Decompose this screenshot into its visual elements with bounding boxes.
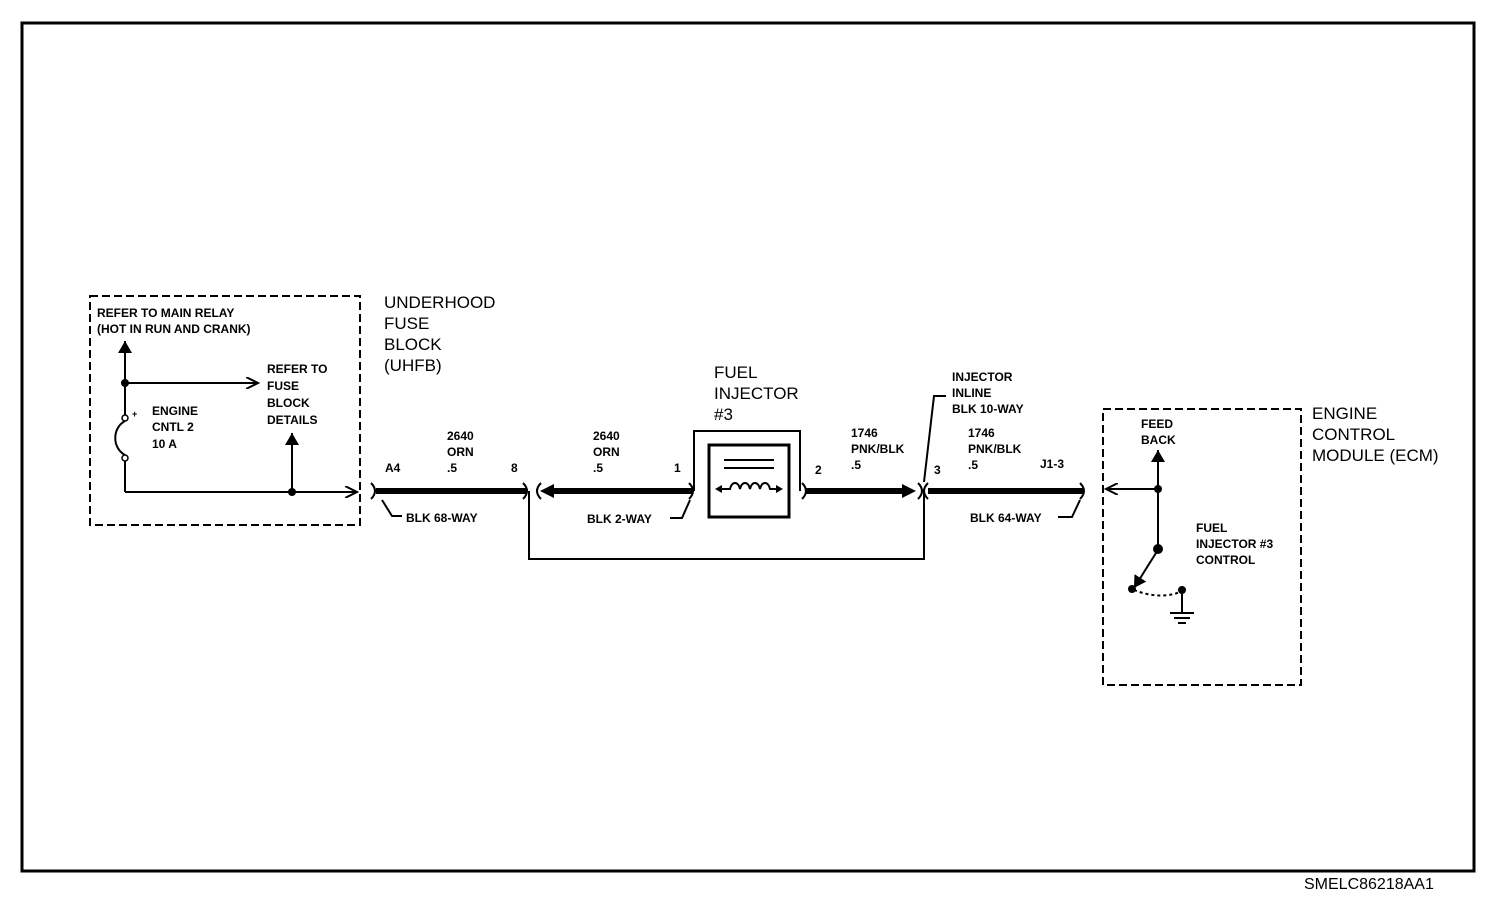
- control-label-1: FUEL: [1196, 521, 1227, 535]
- switch-contact-top: [1153, 544, 1163, 554]
- fuse-label-3: 10 A: [152, 437, 177, 451]
- details-label-2: FUSE: [267, 379, 299, 393]
- uhfb-title-1: UNDERHOOD: [384, 293, 495, 312]
- ground-icon: [1170, 612, 1194, 624]
- wire-b-circuit-1: 2640: [593, 429, 620, 443]
- injector-title-1: FUEL: [714, 363, 757, 382]
- wire-d-circuit-1: 1746: [968, 426, 995, 440]
- page-frame: [20, 21, 1476, 873]
- wire-a-circuit-3: .5: [447, 461, 457, 475]
- connector-blk-68-way: BLK 68-WAY: [406, 511, 478, 525]
- wire-d-circuit-3: .5: [968, 458, 978, 472]
- pin-a4: A4: [385, 461, 401, 475]
- fuse-terminal-top: [121, 414, 129, 422]
- fuse-icon: [114, 420, 126, 456]
- injector-coil-icon: [720, 482, 779, 490]
- uhfb-title-2: FUSE: [384, 314, 429, 333]
- wire-c-circuit-2: PNK/BLK: [851, 442, 905, 456]
- wire-b-circuit-3: .5: [593, 461, 603, 475]
- wire-segment-a: A4 2640 ORN .5 8 BLK 68-WAY: [370, 429, 528, 525]
- wire-segment-d: 1746 PNK/BLK .5 J1-3 BLK 64-WAY: [928, 426, 1085, 525]
- wire-c-circuit-1: 1746: [851, 426, 878, 440]
- wire-a-circuit-2: ORN: [447, 445, 474, 459]
- fuse-label-1: ENGINE: [152, 404, 198, 418]
- figure-id: SMELC86218AA1: [1304, 876, 1434, 893]
- wire-b-circuit-2: ORN: [593, 445, 620, 459]
- relay-label-1: REFER TO MAIN RELAY: [97, 306, 234, 320]
- connector-blk-2-way: BLK 2-WAY: [587, 512, 652, 526]
- injector-inline-connector: INJECTOR INLINE BLK 10-WAY 3: [917, 370, 1024, 500]
- pin-3: 3: [934, 463, 941, 477]
- transistor-switch-icon: [1133, 552, 1157, 589]
- injector-title-3: #3: [714, 405, 733, 424]
- inline-label-3: BLK 10-WAY: [952, 402, 1024, 416]
- feedback-label-2: BACK: [1141, 433, 1176, 447]
- wire-a-circuit-1: 2640: [447, 429, 474, 443]
- ecm-title-3: MODULE (ECM): [1312, 446, 1439, 465]
- ecm-title-1: ENGINE: [1312, 404, 1377, 423]
- fuse-terminal-bottom: [121, 454, 129, 462]
- pin-2: 2: [815, 463, 822, 477]
- wire-c-circuit-3: .5: [851, 458, 861, 472]
- fuel-injector: FUEL INJECTOR #3 2: [693, 363, 822, 519]
- control-label-2: INJECTOR #3: [1196, 537, 1273, 551]
- control-label-3: CONTROL: [1196, 553, 1255, 567]
- details-label-3: BLOCK: [267, 396, 310, 410]
- wire-segment-c: 1746 PNK/BLK .5: [801, 426, 916, 500]
- inline-label-2: INLINE: [952, 386, 991, 400]
- feedback-label-1: FEED: [1141, 417, 1173, 431]
- ecm-box: FEED BACK FUEL INJECTOR #3 CONTROL: [1102, 408, 1302, 686]
- injector-bidirectional-arrow-icon: [715, 485, 783, 493]
- fuse-plus: +: [132, 409, 137, 419]
- details-label-1: REFER TO: [267, 362, 327, 376]
- uhfb-title-4: (UHFB): [384, 356, 442, 375]
- switch-contact-bottom: [1128, 585, 1136, 593]
- details-label-4: DETAILS: [267, 413, 317, 427]
- pin-1: 1: [674, 461, 681, 475]
- wire-segment-b: 2640 ORN .5 1 BLK 2-WAY: [536, 429, 694, 526]
- ecm-title-2: CONTROL: [1312, 425, 1395, 444]
- wire-d-circuit-2: PNK/BLK: [968, 442, 1022, 456]
- pin-8: 8: [511, 461, 518, 475]
- injector-title-2: INJECTOR: [714, 384, 799, 403]
- fuse-label-2: CNTL 2: [152, 420, 194, 434]
- inline-jumper-wire: [528, 491, 925, 560]
- connector-blk-64-way: BLK 64-WAY: [970, 511, 1042, 525]
- inline-label-1: INJECTOR: [952, 370, 1013, 384]
- uhfb-box: REFER TO MAIN RELAY (HOT IN RUN AND CRAN…: [89, 295, 361, 526]
- pin-j1-3: J1-3: [1040, 457, 1064, 471]
- relay-label-2: (HOT IN RUN AND CRANK): [97, 322, 251, 336]
- uhfb-title-3: BLOCK: [384, 335, 442, 354]
